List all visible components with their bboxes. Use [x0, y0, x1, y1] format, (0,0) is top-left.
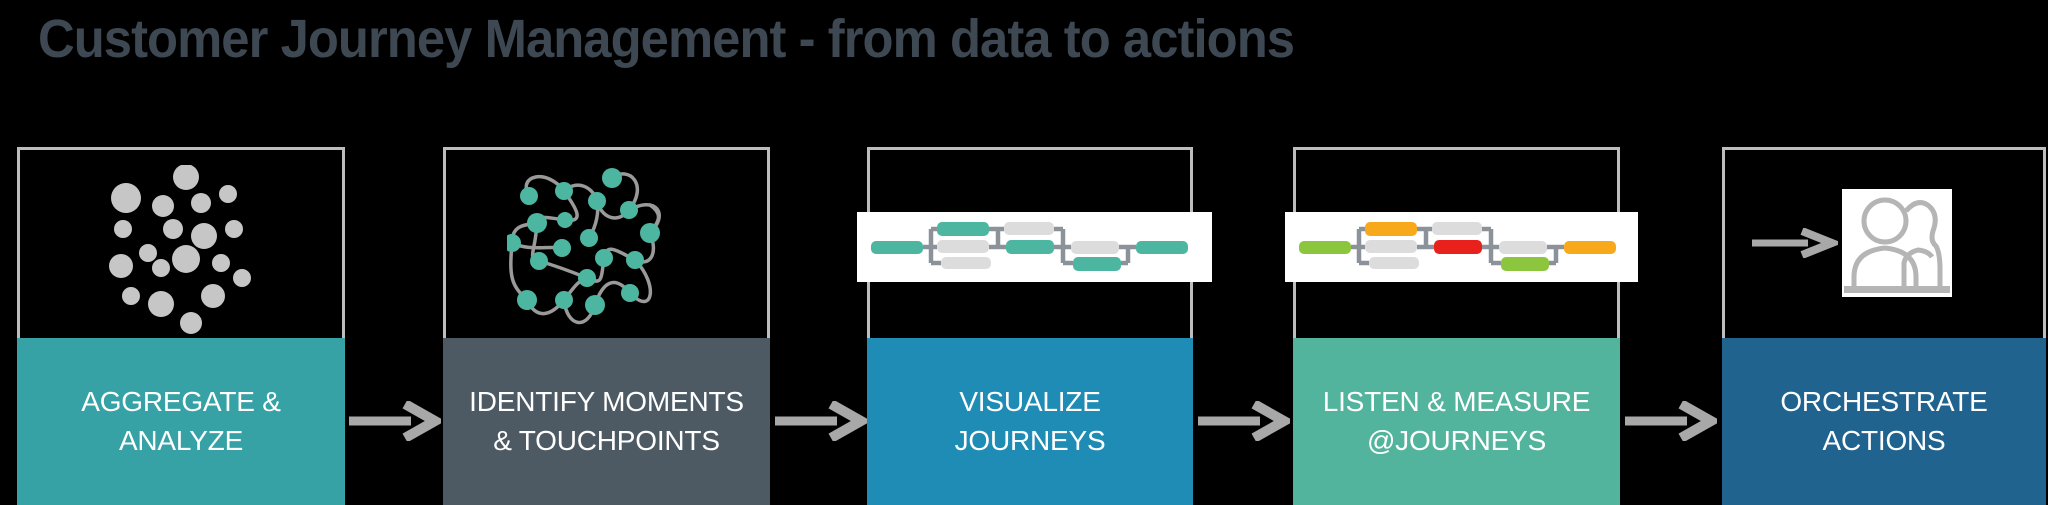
step-label-line2: JOURNEYS [954, 424, 1106, 456]
journey-flowchart-icon [857, 212, 1212, 282]
step-label-line1: AGGREGATE & [81, 385, 281, 417]
scatter-dots-icon [106, 164, 256, 342]
step-label-line2: ANALYZE [118, 424, 244, 456]
step-label-line2: & TOUCHPOINTS [493, 424, 720, 456]
step-label: IDENTIFY MOMENTS & TOUCHPOINTS [443, 338, 770, 505]
step-label-line1: LISTEN & MEASURE [1322, 385, 1591, 417]
flow-arrow-1-icon [347, 399, 446, 446]
page-title: Customer Journey Management - from data … [38, 9, 1295, 69]
flow-arrow-2-icon [773, 399, 872, 446]
step-card-identify-moments: IDENTIFY MOMENTS & TOUCHPOINTS [443, 147, 770, 505]
arrow-right-icon [1750, 227, 1843, 263]
step-label-line1: IDENTIFY MOMENTS [469, 385, 744, 417]
audience-icon [1842, 189, 1952, 297]
step-label-line2: @JOURNEYS [1366, 424, 1547, 456]
journey-flowchart-colored-icon [1285, 212, 1638, 282]
step-label-line1: ORCHESTRATE [1780, 385, 1988, 417]
step-label: VISUALIZE JOURNEYS [867, 338, 1193, 505]
step-label-line2: ACTIONS [1822, 424, 1946, 456]
step-label: AGGREGATE & ANALYZE [17, 338, 345, 505]
flow-arrow-4-icon [1623, 399, 1722, 446]
step-label: LISTEN & MEASURE @JOURNEYS [1293, 338, 1620, 505]
network-graph-icon [502, 165, 707, 345]
step-label: ORCHESTRATE ACTIONS [1722, 338, 2046, 505]
flow-arrow-3-icon [1196, 399, 1295, 446]
step-card-aggregate-analyze: AGGREGATE & ANALYZE [17, 147, 345, 505]
step-label-line1: VISUALIZE [959, 385, 1101, 417]
step-card-listen-measure: LISTEN & MEASURE @JOURNEYS [1285, 147, 1638, 505]
step-card-visualize-journeys: VISUALIZE JOURNEYS [857, 147, 1212, 505]
step-card-orchestrate-actions: ORCHESTRATE ACTIONS [1722, 147, 2046, 505]
